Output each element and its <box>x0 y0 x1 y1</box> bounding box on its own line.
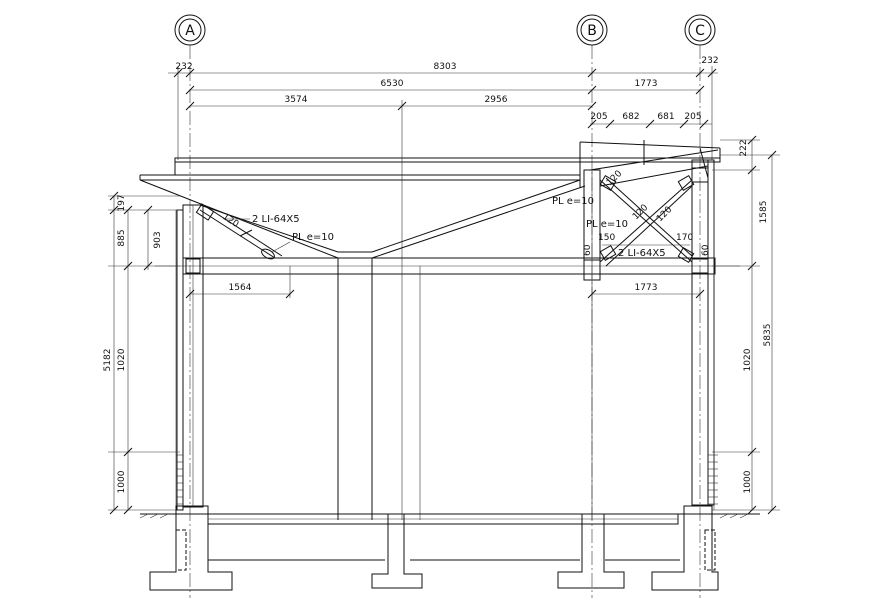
grid-axis-a-label: A <box>185 23 195 39</box>
footing-c <box>651 505 719 591</box>
column-b <box>583 169 601 520</box>
dim-span-bc: 1773 <box>635 79 658 89</box>
roof-structure <box>139 140 721 259</box>
lower-dimensions: 1564 1773 <box>185 266 705 299</box>
dim-gusset-120-d: 120 <box>655 205 674 224</box>
dim-left-885: 885 <box>117 229 127 246</box>
dim-right-222: 222 <box>739 139 749 156</box>
dim-edge-right: 232 <box>701 56 718 66</box>
interior-lines <box>175 200 715 520</box>
grid-axis-c-label: C <box>695 23 705 39</box>
dim-right-1585: 1585 <box>759 201 769 224</box>
dim-span-mid-b: 2956 <box>485 95 508 105</box>
left-dimensions: 197 885 903 5182 1020 1000 <box>103 191 180 515</box>
top-dimensions: 232 8303 232 6530 1773 3574 2956 205 682… <box>168 56 719 160</box>
dim-lower-1773: 1773 <box>635 283 658 293</box>
label-angle-left: 2 LI-64X5 <box>252 214 300 225</box>
dim-gusset-120-b: 120 <box>605 169 624 188</box>
dim-top-205-left: 205 <box>590 112 607 122</box>
dim-right-5835: 5835 <box>763 324 773 347</box>
dim-plate-60-a: 60 <box>583 244 593 256</box>
main-beam <box>155 257 740 275</box>
dim-left-1000: 1000 <box>117 470 127 493</box>
dim-span-a-mid: 3574 <box>285 95 308 105</box>
dim-top-681: 681 <box>657 112 674 122</box>
dim-span-ab: 6530 <box>381 79 404 89</box>
wall-hatching <box>176 454 718 505</box>
right-dimensions: 222 1585 5835 1020 1000 <box>712 135 780 515</box>
grid-axis-c: C <box>684 14 716 46</box>
left-brace <box>195 203 283 260</box>
dim-top-205-right: 205 <box>684 112 701 122</box>
label-angle-right: 2 LI-64X5 <box>618 248 666 259</box>
dim-left-197: 197 <box>117 194 127 211</box>
grid-axis-a: A <box>174 14 206 46</box>
ground-slab <box>139 513 760 561</box>
dim-edge-left: 232 <box>175 62 192 72</box>
annotations: 120 2 LI-64X5 PL e=10 120 PL e=10 PL e=1… <box>220 169 711 259</box>
grid-axis-b: B <box>576 14 608 46</box>
footing-a <box>149 505 233 591</box>
dim-plate-60-b: 60 <box>701 244 711 256</box>
dim-overall: 8303 <box>434 62 457 72</box>
label-plate-left: PL e=10 <box>292 232 334 243</box>
dim-right-1000: 1000 <box>743 470 753 493</box>
dim-left-1020: 1020 <box>117 348 127 371</box>
label-plate-right-2: PL e=10 <box>586 219 628 230</box>
footing-b <box>557 513 625 589</box>
dim-plate-170: 170 <box>676 233 693 243</box>
dim-plate-150: 150 <box>598 233 615 243</box>
dim-left-903: 903 <box>153 231 163 248</box>
grid-lines <box>189 45 701 598</box>
column-c <box>691 159 715 506</box>
dim-right-1020: 1020 <box>743 348 753 371</box>
dim-top-682: 682 <box>622 112 639 122</box>
label-plate-right-1: PL e=10 <box>552 196 594 207</box>
grid-axis-b-label: B <box>587 23 597 39</box>
dim-left-5182: 5182 <box>103 349 113 372</box>
bc-bracing <box>599 174 695 267</box>
footing-center <box>371 513 423 589</box>
dim-lower-1564: 1564 <box>229 283 252 293</box>
